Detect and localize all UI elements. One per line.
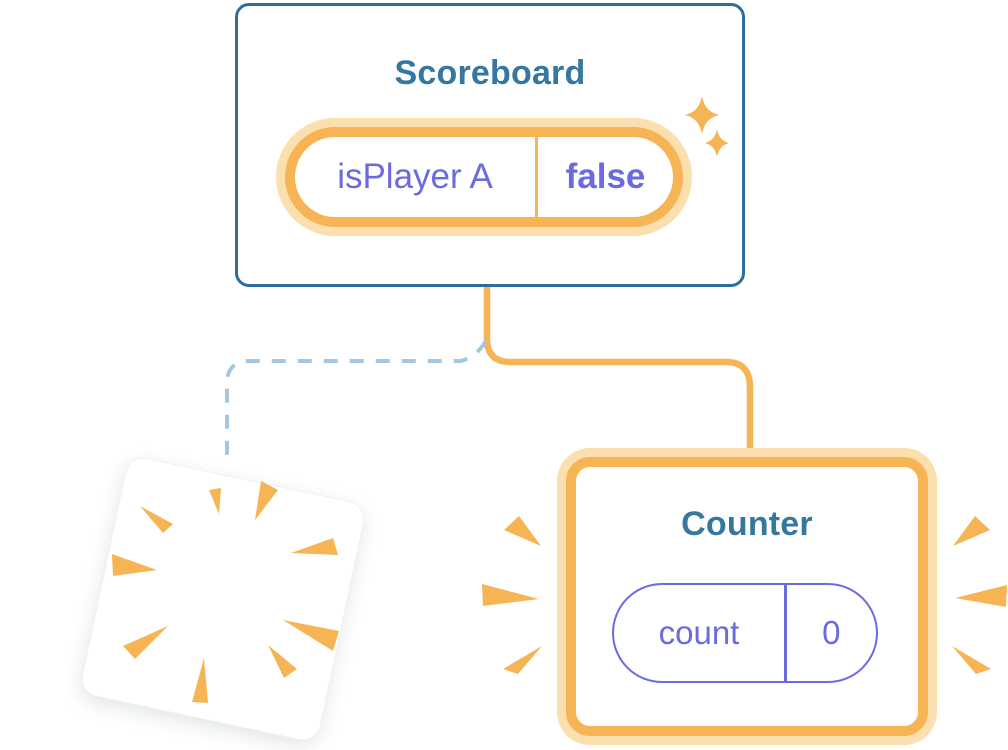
state-value: 0 — [822, 614, 841, 651]
emphasis-lines-left-icon — [482, 516, 542, 674]
destroyed-component-square — [78, 454, 368, 744]
counter-title: Counter — [681, 505, 813, 543]
state-key: isPlayer A — [337, 157, 493, 196]
edge-destroyed-subtree — [225, 339, 488, 459]
scoreboard-card: Scoreboard isPlayer A false — [235, 3, 745, 287]
state-key: count — [658, 614, 740, 651]
scoreboard-title: Scoreboard — [394, 54, 586, 92]
pill-divider — [784, 585, 787, 681]
counter-card: Counter count 0 — [566, 457, 928, 736]
emphasis-lines-right-icon — [952, 516, 1007, 674]
state-value: false — [565, 157, 646, 196]
counter-state-pill: count 0 — [612, 583, 878, 683]
edge-kept-subtree — [483, 282, 754, 458]
pill-divider — [535, 137, 538, 217]
scoreboard-state-pill: isPlayer A false — [285, 127, 683, 227]
